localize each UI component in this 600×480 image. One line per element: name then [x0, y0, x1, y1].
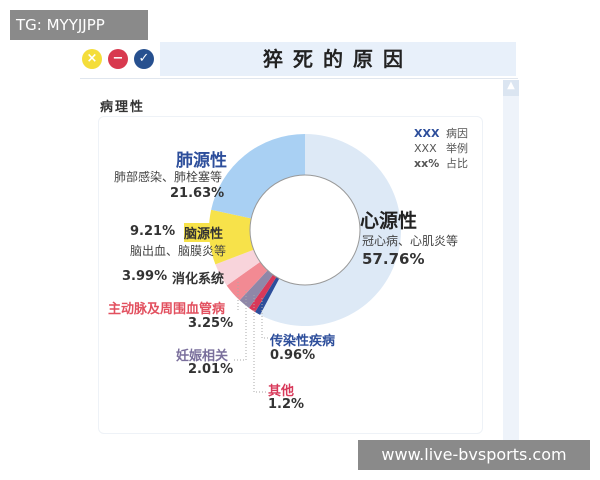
legend-mark: xx%	[414, 157, 440, 170]
label-pct: 1.2%	[268, 397, 305, 412]
label-pct: 57.76%	[362, 250, 425, 268]
donut-hole	[249, 174, 361, 286]
label-name: 其他	[268, 384, 295, 399]
label-name: 脑源性	[184, 223, 224, 242]
legend-item: XXX 病因	[414, 125, 478, 141]
label-name: 消化系统	[172, 272, 225, 287]
leader-line	[232, 290, 247, 361]
section-title: 病理性	[100, 100, 146, 115]
leader-line	[261, 298, 270, 339]
window-title: 猝死的原因	[160, 42, 516, 76]
label-pct: 21.63%	[170, 186, 225, 201]
tag-label: TG: MYYJJPP	[10, 10, 148, 40]
label-pct: 0.96%	[270, 348, 316, 363]
label-pct: 3.25%	[188, 316, 234, 331]
label-name: 肺源性	[176, 151, 227, 171]
label-example: 脑出血、脑膜炎等	[130, 244, 227, 258]
label-pct: 9.21%	[130, 224, 176, 239]
label-pct: 2.01%	[188, 362, 234, 377]
label-name: 心源性	[360, 210, 418, 232]
close-icon[interactable]: ×	[82, 49, 102, 69]
scrollbar[interactable]	[503, 80, 519, 440]
legend-mark: XXX	[414, 142, 437, 155]
label-example: 冠心病、心肌炎等	[362, 234, 459, 248]
legend-text: 病因	[446, 127, 468, 140]
legend-item: XXX 举例	[414, 140, 478, 156]
legend-mark: XXX	[414, 127, 440, 140]
scroll-up-icon[interactable]: ▲	[503, 80, 519, 96]
label-name: 主动脉及周围血管病	[108, 302, 226, 317]
label-pct: 3.99%	[122, 269, 168, 284]
chart-card	[98, 116, 483, 434]
check-icon[interactable]: ✓	[134, 49, 154, 69]
label-name: 传染性疾病	[270, 334, 336, 349]
content-panel	[80, 78, 518, 439]
legend-item: xx% 占比	[414, 155, 478, 171]
watermark: www.live-bvsports.com	[358, 440, 590, 470]
label-example: 肺部感染、肺栓塞等	[114, 170, 223, 184]
label-name: 妊娠相关	[176, 349, 229, 364]
legend-text: 举例	[446, 142, 468, 155]
leader-line	[253, 295, 266, 393]
legend-text: 占比	[446, 157, 468, 170]
minimize-icon[interactable]: −	[108, 49, 128, 69]
